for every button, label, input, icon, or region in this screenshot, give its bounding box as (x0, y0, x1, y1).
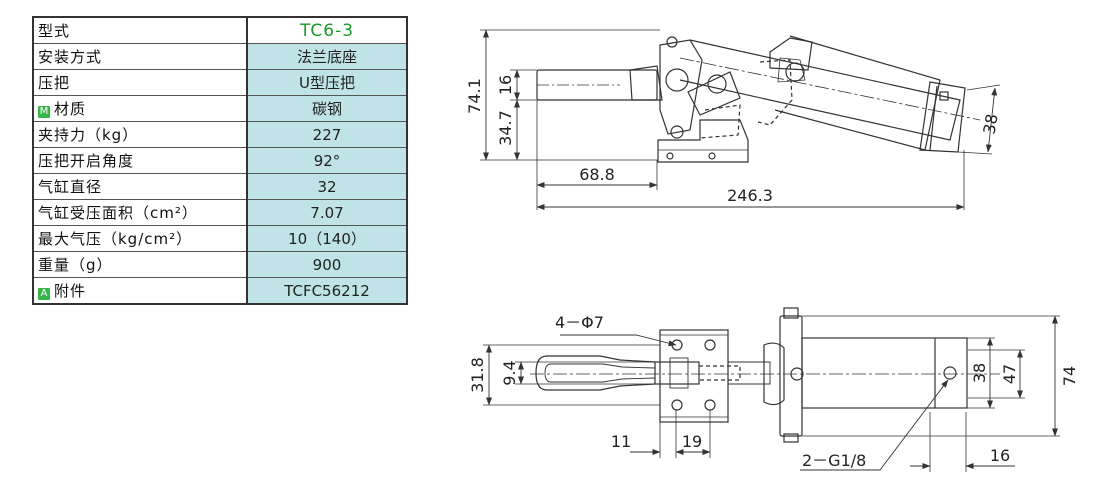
dim-16-side: 16 (496, 75, 515, 95)
spec-row: 压把 U型压把 (32, 69, 408, 96)
top-view (483, 307, 1060, 472)
spec-row: 最大气压（kg/cm²） 10（140） (32, 225, 408, 252)
top-air-port (943, 366, 957, 380)
spec-label-text: 重量（g） (38, 256, 113, 274)
spec-label-text: 夹持力（kg） (38, 126, 139, 144)
spec-label-text: 最大气压（kg/cm²） (38, 230, 193, 248)
spec-value: TC6-3 (246, 16, 408, 44)
top-base-plate (659, 329, 729, 423)
dim-74-1: 74.1 (465, 78, 484, 114)
dim-47: 47 (1000, 364, 1019, 384)
spec-label: 气缸直径 (32, 173, 248, 200)
spec-label-text: 压把 (38, 74, 71, 92)
spec-label-text: 压把开启角度 (38, 152, 135, 170)
top-cylinder-body (801, 337, 968, 409)
side-cylinder (679, 35, 981, 153)
dim-11: 11 (611, 432, 631, 451)
spec-value: 32 (246, 173, 408, 200)
dim-68-8: 68.8 (579, 165, 615, 184)
spec-row: 夹持力（kg） 227 (32, 121, 408, 148)
badge-icon: M (38, 106, 50, 118)
label-4-holes: 4－Φ7 (555, 313, 604, 332)
spec-label-text: 型式 (38, 22, 71, 40)
dim-38-top: 38 (970, 363, 989, 383)
spec-label: 压把开启角度 (32, 147, 248, 174)
spec-value: 法兰底座 (246, 43, 408, 70)
spec-value: TCFC56212 (246, 277, 408, 305)
spec-label: 夹持力（kg） (32, 121, 248, 148)
spec-value: 227 (246, 121, 408, 148)
spec-row: 重量（g） 900 (32, 251, 408, 278)
spec-label-text: 附件 (54, 282, 87, 300)
spec-label: 重量（g） (32, 251, 248, 278)
side-view (480, 29, 1001, 210)
spec-label: 最大气压（kg/cm²） (32, 225, 248, 252)
spec-value: 900 (246, 251, 408, 278)
side-base (657, 119, 749, 163)
spec-value: 10（140） (246, 225, 408, 252)
spec-label-text: 气缸直径 (38, 178, 103, 196)
dim-16-top: 16 (990, 446, 1010, 465)
spec-label-text: 材质 (54, 100, 87, 118)
spec-row: 安装方式 法兰底座 (32, 43, 408, 70)
spec-row: 压把开启角度 92° (32, 147, 408, 174)
dim-38-side: 38 (979, 112, 1001, 135)
side-pivot (665, 68, 689, 92)
spec-label: A 附件 (32, 277, 248, 305)
side-handle-grip (629, 65, 663, 101)
top-mount-hole (671, 339, 683, 351)
dim-9-4: 9.4 (500, 360, 519, 385)
spec-label-text: 安装方式 (38, 48, 103, 66)
label-port: 2－G1/8 (802, 451, 866, 470)
spec-label-text: 气缸受压面积（cm²） (38, 204, 198, 222)
spec-value: U型压把 (246, 69, 408, 96)
dim-246-3: 246.3 (727, 186, 773, 205)
dim-74: 74 (1060, 366, 1079, 386)
dim-31-8: 31.8 (468, 357, 487, 393)
spec-label: 气缸受压面积（cm²） (32, 199, 248, 226)
badge-icon: A (38, 288, 50, 300)
spec-value: 92° (246, 147, 408, 174)
dim-34-7: 34.7 (496, 110, 515, 146)
spec-row: A 附件 TCFC56212 (32, 277, 408, 305)
side-linkage (659, 39, 703, 135)
top-u-handle (535, 355, 656, 391)
dim-19: 19 (682, 432, 702, 451)
spec-row: 气缸直径 32 (32, 173, 408, 200)
spec-label: M 材质 (32, 95, 248, 122)
spec-label: 压把 (32, 69, 248, 96)
